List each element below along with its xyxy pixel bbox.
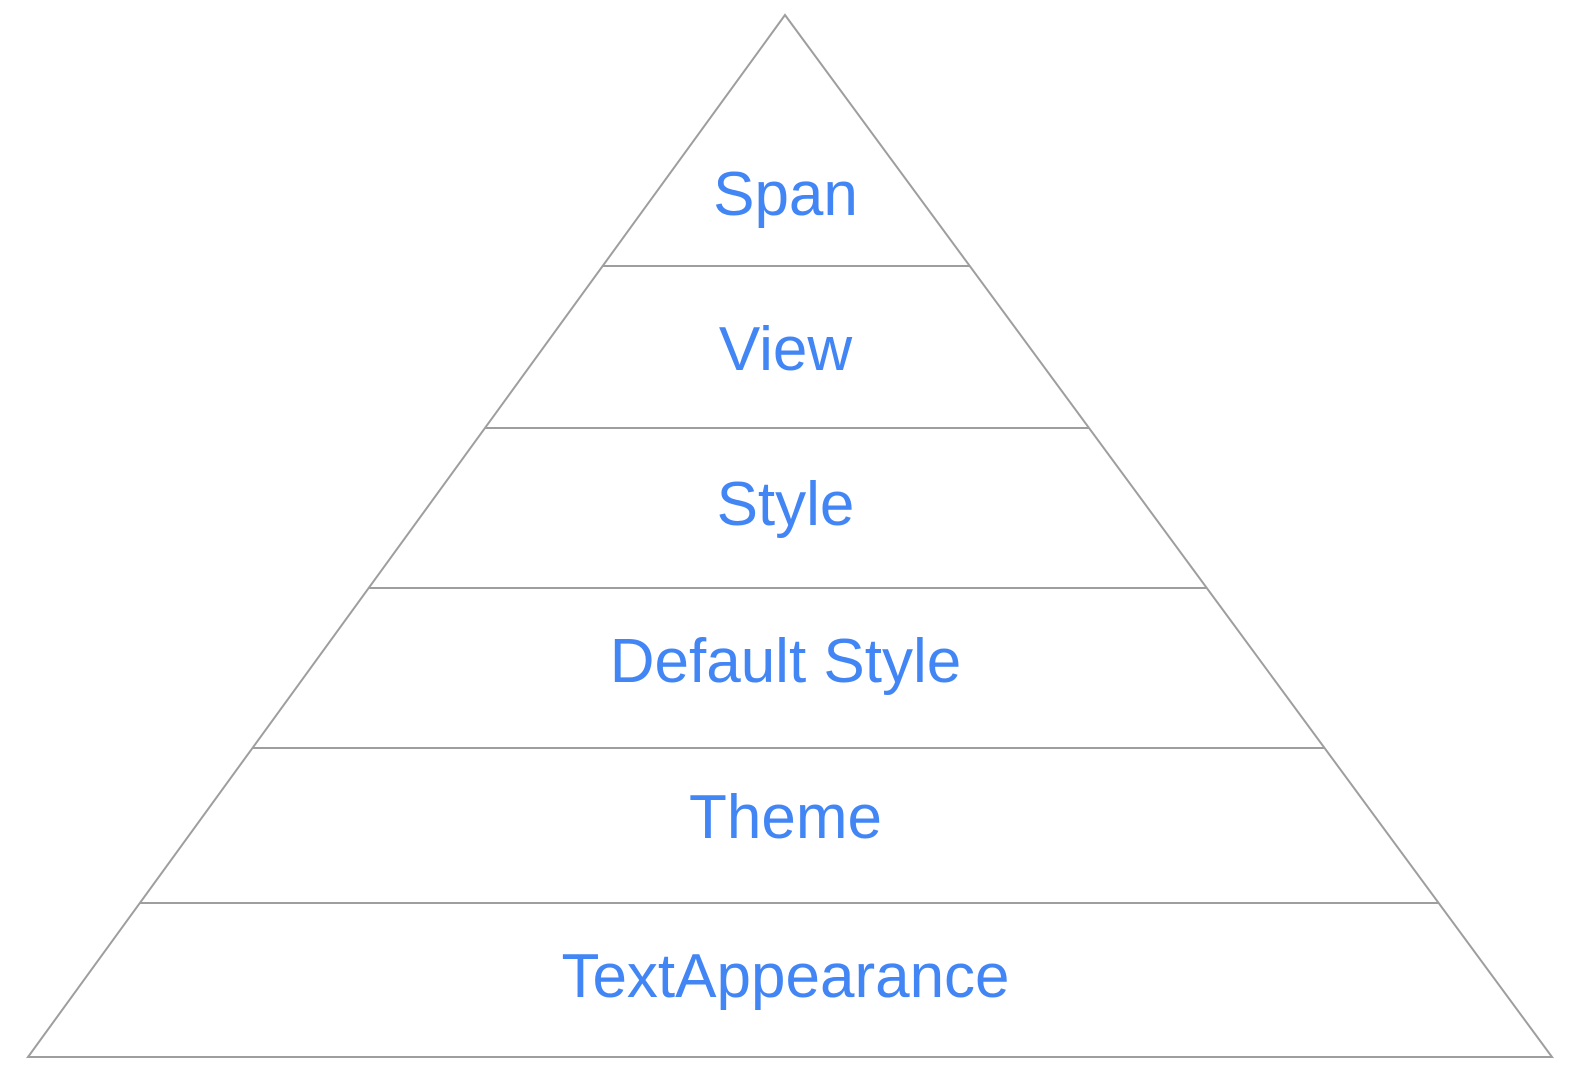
pyramid-outline-shape — [26, 13, 1554, 1058]
pyramid-divider-group — [139, 265, 1439, 904]
